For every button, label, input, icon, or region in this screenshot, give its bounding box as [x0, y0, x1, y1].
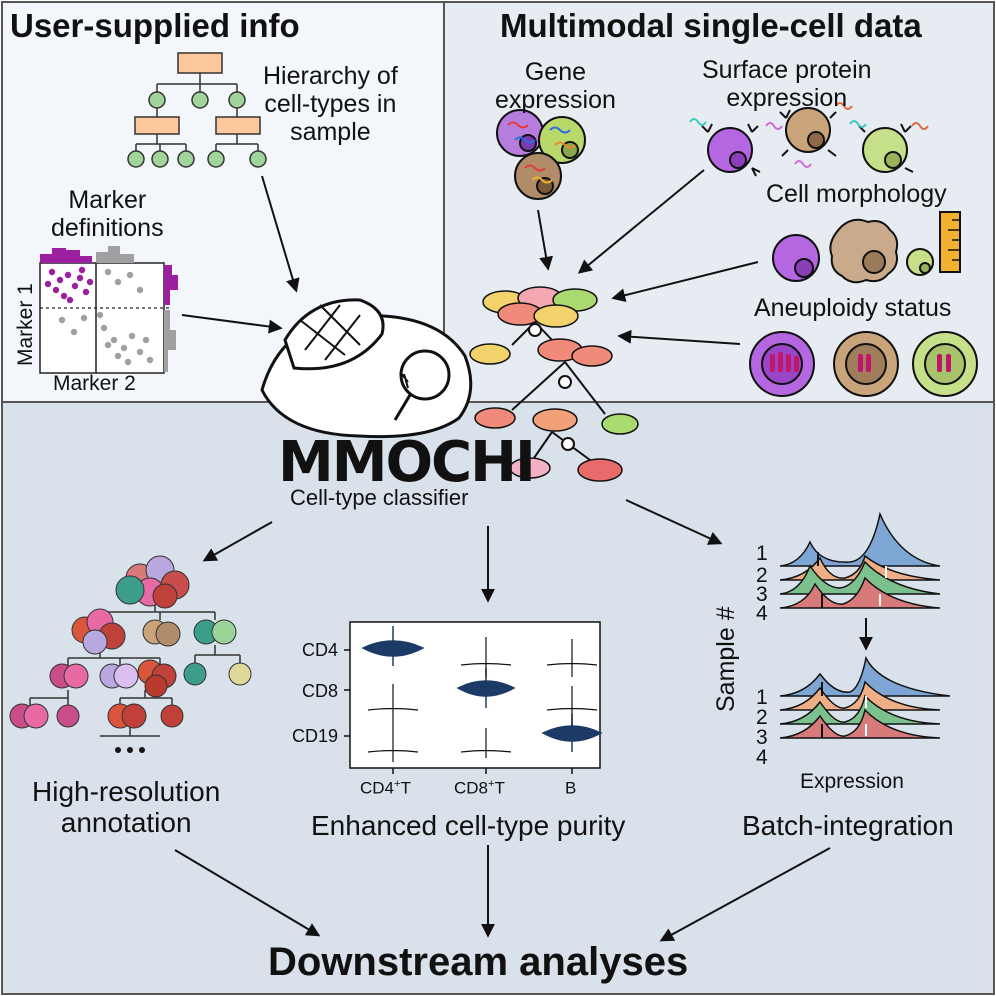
marker-y-axis-label: Marker 1: [14, 283, 37, 366]
ridge-sample-label: 2: [756, 706, 768, 729]
purity-label: Enhanced cell-type purity: [311, 810, 626, 841]
surface-protein-cells: [689, 102, 929, 177]
ridge-x-label: Expression: [800, 770, 904, 793]
cell-morphology-cells: [772, 211, 961, 284]
hierarchy-label: Hierarchy of cell-types in sample: [263, 62, 398, 146]
marker-scatter-plot: [39, 246, 178, 374]
gene-expression-cells: [496, 109, 586, 200]
user-info-title: User-supplied info: [10, 7, 300, 44]
surface-protein-label: Surface protein expression: [702, 56, 872, 112]
violin-col-label: B: [565, 778, 577, 798]
marker-definitions-label: Marker definitions: [51, 186, 164, 242]
cell-morphology-label: Cell morphology: [766, 180, 947, 208]
mascot-icon: [260, 298, 473, 439]
gene-expression-label: Gene expression: [495, 58, 616, 114]
flow-arrows: [174, 169, 873, 942]
marker-x-axis-label: Marker 2: [53, 372, 136, 395]
ridge-sample-label: 3: [756, 583, 768, 606]
aneuploidy-cells: [749, 331, 978, 397]
ridge-sample-label: 3: [756, 726, 768, 749]
aneuploidy-label: Aneuploidy status: [754, 294, 952, 322]
ridge-sample-label: 1: [756, 686, 768, 709]
multimodal-title: Multimodal single-cell data: [500, 7, 922, 44]
ridge-sample-label: 1: [756, 542, 768, 565]
ridge-sample-label: 4: [756, 602, 768, 625]
classifier-subtitle: Cell-type classifier: [290, 485, 469, 510]
violin-col-label: CD8+T: [454, 778, 505, 798]
violin-row-label: CD19: [292, 726, 339, 746]
downstream-label: Downstream analyses: [268, 940, 689, 984]
violin-plot: [344, 621, 603, 774]
hierarchy-tree: [127, 52, 267, 168]
ridge-plot-before: [779, 511, 941, 609]
violin-row-label: CD4: [302, 640, 339, 660]
classifier-name: MMOCHI: [278, 430, 536, 495]
violin-row-label: CD8: [302, 681, 339, 701]
high-resolution-label: High-resolution annotation: [32, 776, 221, 839]
violin-col-label: CD4+T: [360, 778, 411, 798]
ridge-sample-label: 2: [756, 564, 768, 587]
ridge-sample-label: 4: [756, 746, 768, 769]
annotation-tree: [9, 555, 252, 753]
ridge-y-label: Sample #: [712, 606, 740, 712]
batch-label: Batch-integration: [742, 810, 954, 841]
classifier-tree: [469, 286, 639, 482]
ridge-plot-after: [779, 655, 951, 739]
